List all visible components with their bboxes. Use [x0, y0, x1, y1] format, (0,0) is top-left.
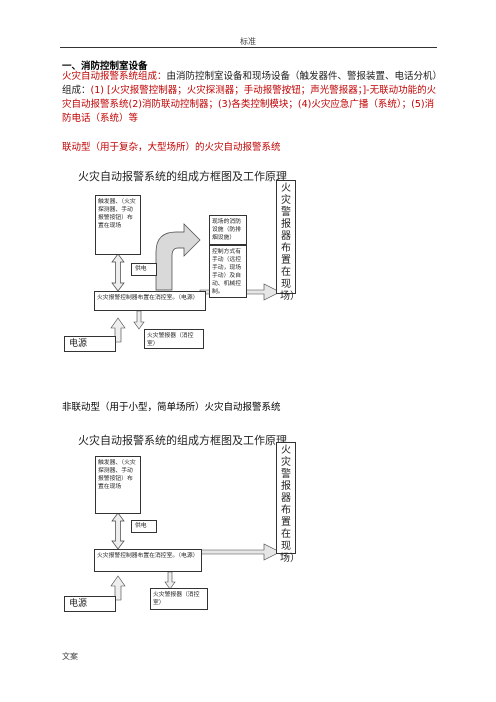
diagram1-control-modes-box: 控制方式有手动（远控手动，现场手动）及自动、机械控制。: [209, 245, 247, 298]
diagram2-supply-box: 供电: [131, 520, 157, 533]
diagram2-power-box: 电源: [64, 596, 116, 612]
diagram2-onsite-arrow: [199, 543, 281, 561]
diagram2-trigger-box: 触发器、（火灾探测器、手动报警按钮）布置在现场: [95, 456, 141, 514]
diagram2-double-arrow: [111, 512, 125, 550]
diagram1-alarm-arrow: [133, 310, 145, 330]
diagram1-power-arrow: [110, 317, 126, 343]
diagram1-trigger-box: 触发器、（火灾探测器、手动报警按钮）布置在现场: [95, 195, 141, 255]
diagram2-controller-box: 火灾报警控制器布置在消控室。（电源）: [94, 549, 202, 572]
intro-lead: 火灾自动报警系统组成：: [62, 71, 167, 82]
diagram1-linkage-arrow: [155, 223, 201, 291]
diagram2-alarm-box: 火灾警报器（消控室）: [150, 588, 208, 610]
diagram2-onsite-box: 火灾警报器布置在现场）: [276, 442, 300, 564]
page-header: 标准: [240, 37, 256, 46]
page-footer: 文案: [62, 652, 78, 661]
diagram1-heading: 联动型（用于复杂，大型场所）的火灾自动报警系统: [62, 142, 281, 153]
diagram2-title: 火灾自动报警系统的组成方框图及工作原理: [78, 434, 287, 447]
diagram1-alarm-box: 火灾警报器（消控室）: [144, 329, 204, 349]
section-title: 一、消防控制室设备: [62, 61, 148, 72]
diagram1-title: 火灾自动报警系统的组成方框图及工作原理: [78, 170, 287, 183]
diagram2-power-arrow: [110, 575, 126, 601]
intro-composition: 由消防控制室设备和现场设备（触发器件、警报装置、电话分机）组成：: [62, 71, 438, 96]
diagram2-alarm-arrow: [164, 571, 176, 590]
intro-list: (1) [火灾报警控制器；火灾探测器；手动报警按钮；声光警报器；]-无联动功能的…: [62, 85, 437, 124]
diagram1-power-box: 电源: [64, 336, 116, 352]
diagram1-controller-box: 火灾报警控制器布置在消控室。（电源）: [94, 291, 206, 311]
diagram1-onsite-box: 火灾警报器布置在现场）: [276, 180, 300, 302]
intro-paragraph: 火灾自动报警系统组成：由消防控制室设备和现场设备（触发器件、警报装置、电话分机）…: [62, 70, 438, 126]
diagram2-heading: 非联动型（用于小型，简单场所）火灾自动报警系统: [62, 402, 281, 413]
header-rule: [60, 47, 437, 48]
diagram1-facility-box: 现场的消防设施（防排烟设施）: [209, 215, 247, 245]
diagram1-supply-box: 供电: [131, 263, 157, 276]
diagram1-onsite-label: 火灾警报器布置在现场）: [280, 183, 300, 302]
diagram2-onsite-label: 火灾警报器布置在现场）: [280, 445, 300, 564]
